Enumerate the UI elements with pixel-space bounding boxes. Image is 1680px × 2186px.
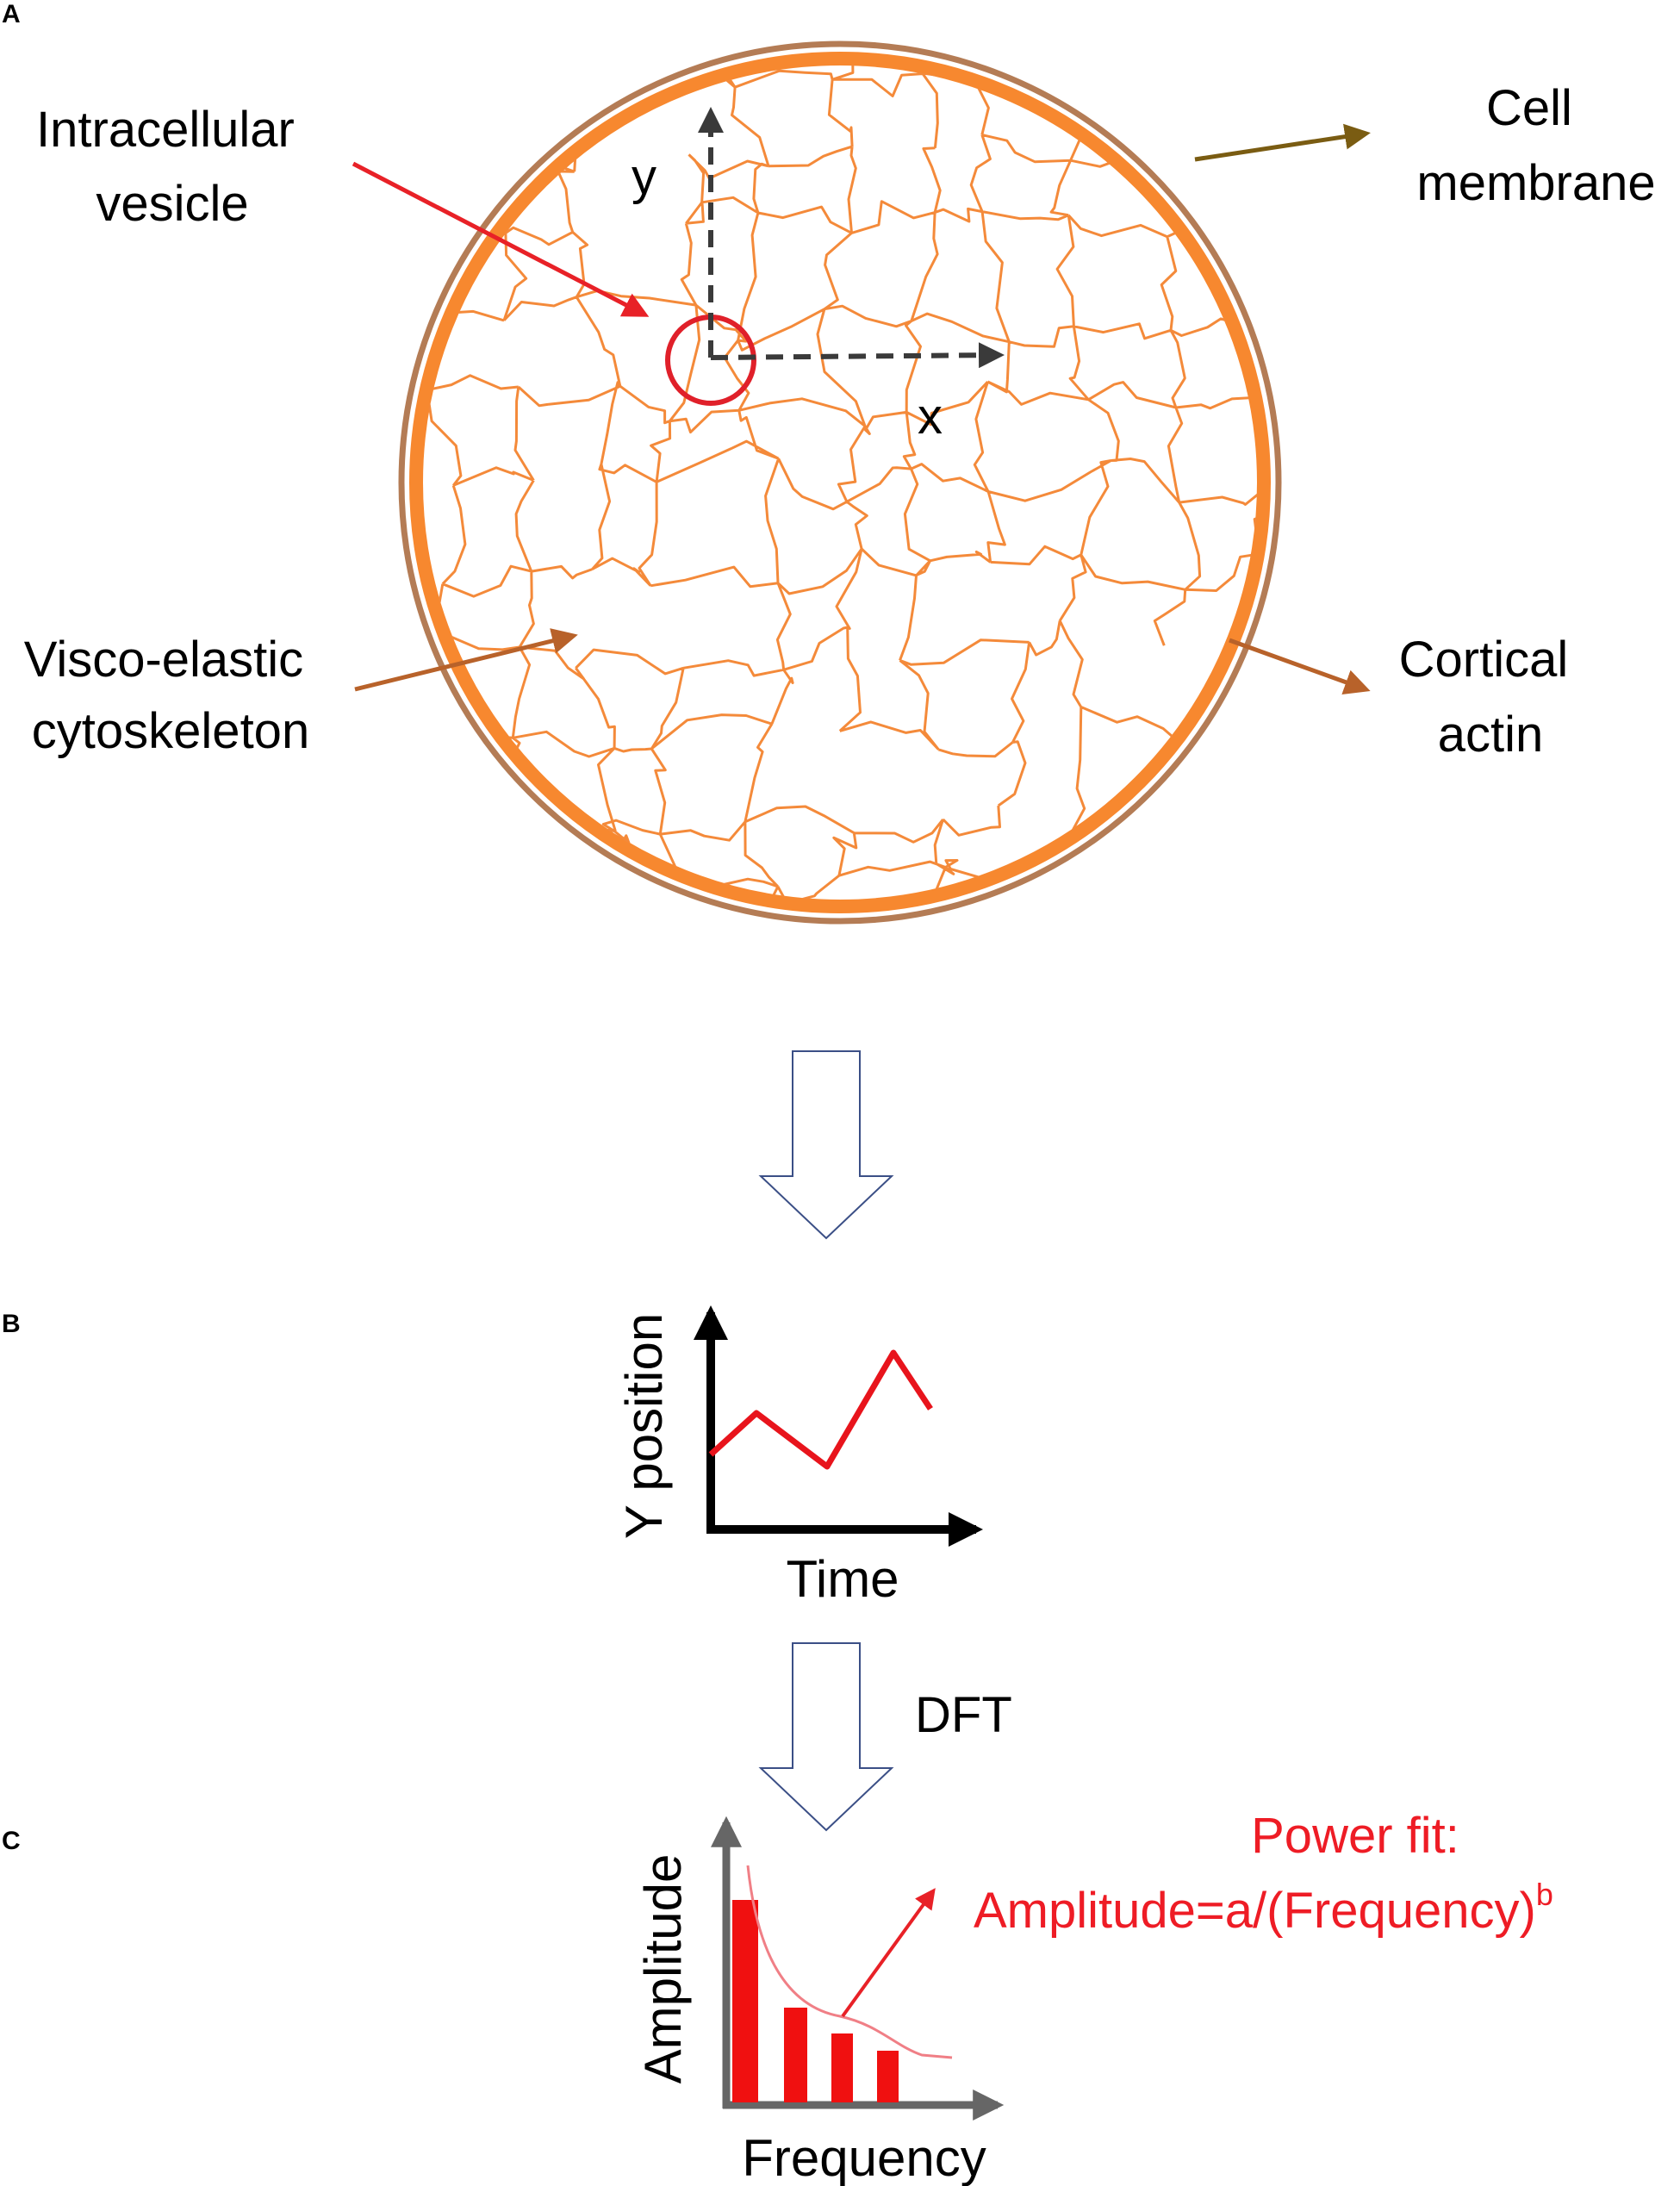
dft-arrow (758, 1642, 894, 1832)
panel-label-b: B (2, 1310, 21, 1338)
time-plot-xlabel: Time (786, 1550, 899, 1608)
cytoskeleton-pointer (354, 628, 578, 692)
cell-membrane-ring (398, 40, 1282, 925)
spectrum-bar-4 (877, 2051, 899, 2102)
panel-label-c: C (2, 1827, 21, 1855)
power-fit-curve (746, 1865, 953, 2059)
cortical-actin-ring (409, 52, 1271, 913)
down-arrow-1 (758, 1050, 894, 1240)
cytoskeleton-label: Visco-elastic cytoskeleton (24, 632, 318, 759)
spectrum-bar-1 (732, 1900, 758, 2102)
vesicle-pointer (352, 161, 650, 317)
membrane-label: Cell membrane (1416, 80, 1655, 211)
fit-title: Power fit: (1251, 1808, 1459, 1864)
cortical-label: Cortical actin (1399, 632, 1583, 763)
spectrum-bars (732, 1900, 899, 2102)
panel-label-a: A (2, 0, 21, 28)
spectrum-xlabel: Frequency (742, 2129, 986, 2186)
time-plot-ylabel: Y position (615, 1313, 673, 1539)
y-position-trace (708, 1349, 933, 1470)
spectrum-bar-3 (831, 2033, 853, 2102)
vesicle-label: Intracellular vesicle (36, 102, 308, 232)
fit-pointer (841, 1888, 936, 2018)
dft-label: DFT (915, 1687, 1012, 1743)
cortical-pointer (1229, 638, 1371, 694)
membrane-pointer (1194, 123, 1371, 162)
fit-formula: Amplitude=a/(Frequency)b (974, 1877, 1553, 1939)
y-axis-label: y (632, 149, 656, 205)
x-axis-dashed (710, 342, 1005, 369)
fit-exponent: b (1536, 1877, 1553, 1912)
spectrum-bar-2 (784, 2008, 807, 2102)
x-axis-label: x (918, 389, 943, 445)
spectrum-ylabel: Amplitude (634, 1854, 692, 2084)
